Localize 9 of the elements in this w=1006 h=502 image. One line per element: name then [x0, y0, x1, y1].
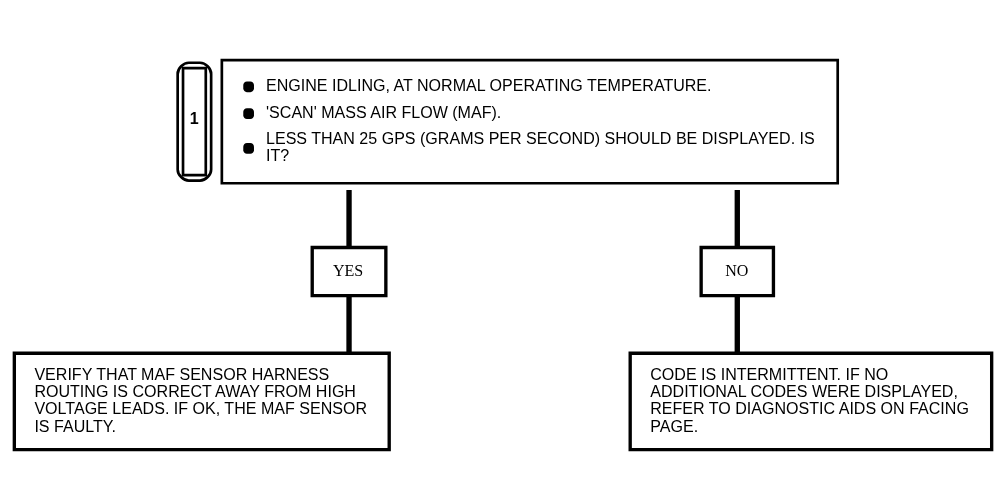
connector — [734, 295, 740, 353]
connector — [346, 295, 352, 353]
connector — [734, 189, 740, 247]
connector — [346, 189, 352, 247]
node-box: VERIFY THAT MAF SENSOR HARNESS ROUTING IS CORRECT AWAY FROM HIGH VOLTAGE LEADS. IF OK, THE MAF SENSOR IS FAULTY. — [12, 351, 391, 451]
node-box: NO — [699, 245, 776, 297]
node-box: CODE IS INTERMITTENT. IF NO ADDITIONAL CODES WERE DISPLAYED, REFER TO DIAGNOSTIC AIDS ON FACING PAGE. — [628, 351, 994, 451]
node-box: YES — [310, 245, 388, 297]
node-label: 1 — [189, 108, 199, 127]
